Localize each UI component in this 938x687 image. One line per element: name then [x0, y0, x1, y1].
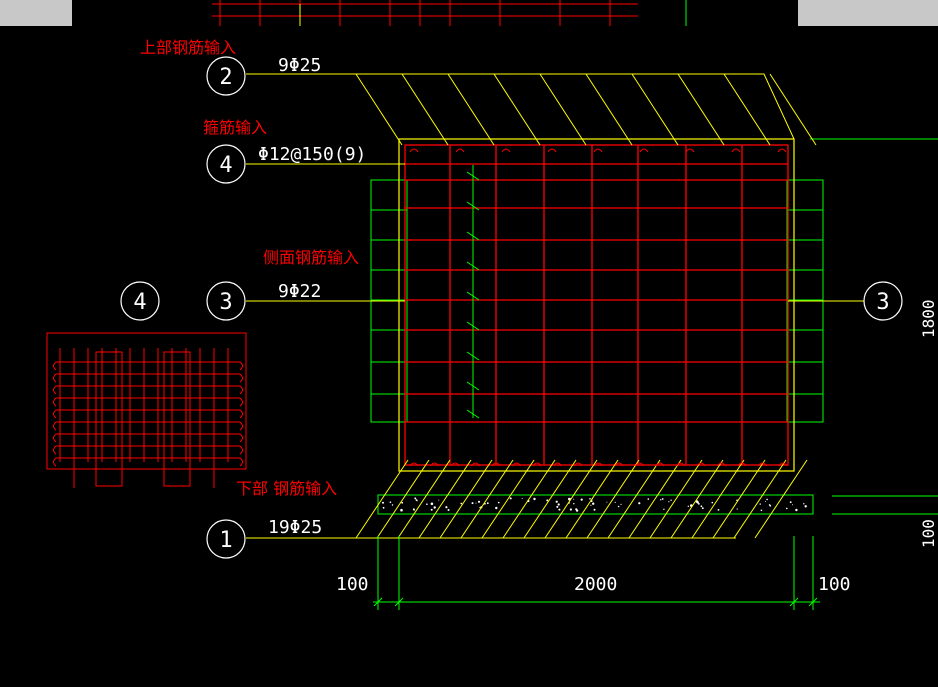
side-rebar-spec: 9Φ22 [278, 281, 321, 302]
svg-text:4: 4 [219, 153, 232, 178]
stirrup-input-label[interactable]: 箍筋输入 [203, 118, 267, 137]
bottom-rebar-hatch [355, 459, 808, 539]
svg-text:3: 3 [219, 290, 232, 315]
top-partial-drawing [212, 0, 638, 26]
slab-concrete-dots [382, 497, 807, 512]
svg-text:3: 3 [876, 290, 889, 315]
bottom-slab [377, 494, 814, 515]
svg-text:2: 2 [219, 65, 232, 90]
top-rebar-input-label[interactable]: 上部钢筋输入 [140, 38, 236, 57]
bottom-rebar-spec: 19Φ25 [268, 517, 322, 538]
rebar-hooks [409, 148, 788, 467]
svg-text:1: 1 [219, 528, 232, 553]
marker-side-left: 3 [206, 281, 246, 321]
top-rebar-spec: 9Φ25 [278, 55, 321, 76]
section-detail [46, 332, 247, 470]
toolbar-right-fragment [798, 0, 938, 26]
top-rebar-leader [246, 73, 795, 140]
dimension-lines [373, 536, 820, 610]
marker-top: 2 [206, 56, 246, 96]
toolbar-left-fragment [0, 0, 72, 26]
top-rebar-hatch [355, 73, 817, 146]
marker-side-right: 3 [863, 281, 903, 321]
dim-left-cover: 100 [336, 574, 369, 595]
dim-height: 1800 [919, 299, 938, 338]
marker-bottom: 1 [206, 519, 246, 559]
svg-text:4: 4 [133, 290, 146, 315]
marker-stirrup: 4 [206, 144, 246, 184]
dim-width: 2000 [574, 574, 617, 595]
side-rebar-input-label[interactable]: 侧面钢筋输入 [263, 248, 359, 267]
inner-tick-marks [466, 171, 480, 419]
side-rebar-ticks [371, 179, 823, 423]
stirrup-spec: Φ12@150(9) [258, 144, 366, 165]
dim-bottom-slab: 100 [919, 519, 938, 548]
beam-section-outline [398, 138, 795, 472]
stirrup-grid [405, 145, 788, 465]
stirrup-outline [404, 144, 789, 466]
dim-right-cover: 100 [818, 574, 851, 595]
section-detail-bars [53, 348, 243, 488]
bottom-rebar-input-label[interactable]: 下部 钢筋输入 [236, 479, 337, 498]
marker-section: 4 [120, 281, 160, 321]
